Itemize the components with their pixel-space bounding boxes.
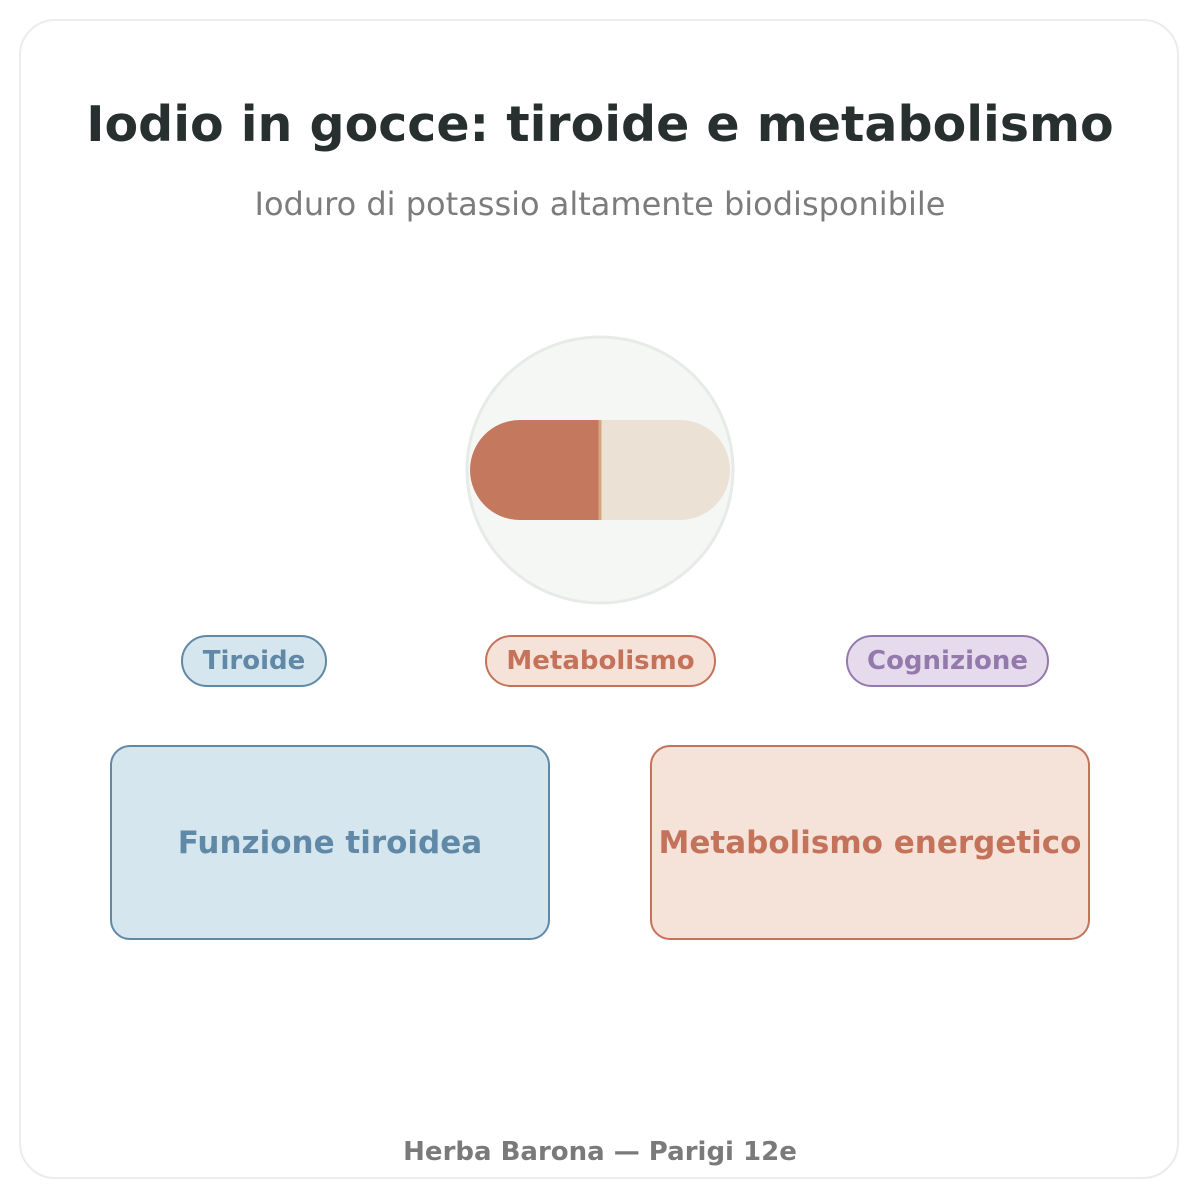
benefit-metabolismo-energetico: Metabolismo energetico <box>650 745 1090 940</box>
capsule-right-half <box>600 420 730 520</box>
benefit-funzione-tiroidea: Funzione tiroidea <box>110 745 550 940</box>
page-subtitle: Ioduro di potassio altamente biodisponib… <box>254 185 946 223</box>
capsule-left-half <box>470 420 600 520</box>
page-title: Iodio in gocce: tiroide e metabolismo <box>86 96 1114 153</box>
tag-cognizione: Cognizione <box>846 635 1049 687</box>
capsule-illustration <box>465 335 735 605</box>
tag-metabolismo: Metabolismo <box>485 635 716 687</box>
capsule-icon <box>465 335 735 605</box>
tag-tiroide: Tiroide <box>181 635 327 687</box>
footer-brand: Herba Barona — Parigi 12e <box>403 1137 797 1167</box>
